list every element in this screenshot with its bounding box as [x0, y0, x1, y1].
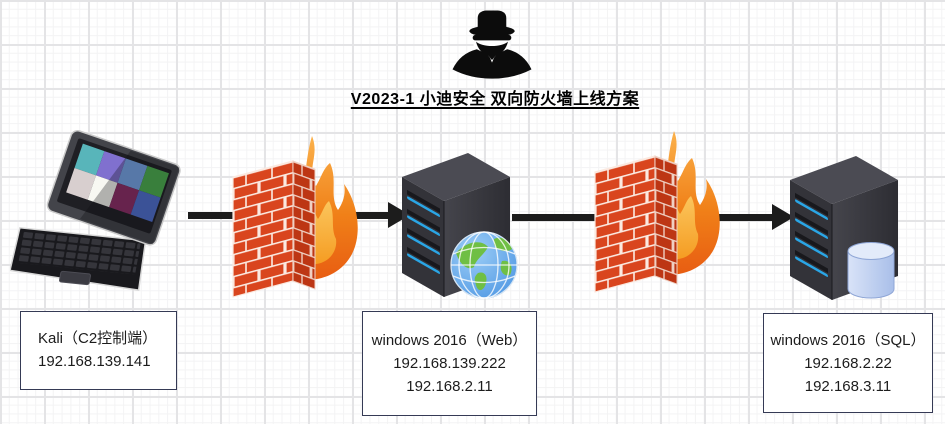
node-name: Kali（C2控制端） [38, 330, 158, 347]
diagram-title: V2023-1 小迪安全 双向防火墙上线方案 [350, 91, 640, 108]
database-icon [847, 242, 895, 299]
spy-hacker-icon [452, 10, 532, 79]
sql-label-box: windows 2016（SQL） 192.168.2.22 192.168.3… [763, 313, 933, 413]
globe-icon [450, 231, 518, 299]
node-ip: 192.168.2.11 [406, 378, 493, 395]
firewall-icon-2 [594, 130, 721, 293]
node-ip: 192.168.139.222 [393, 355, 506, 372]
node-ip: 192.168.2.22 [804, 355, 892, 372]
node-ip: 192.168.3.11 [804, 378, 892, 395]
node-name: windows 2016（SQL） [770, 332, 926, 349]
node-ip: 192.168.139.141 [38, 353, 151, 370]
web-server-icon [401, 152, 518, 299]
firewall-icon-1 [232, 135, 359, 298]
node-name: windows 2016（Web） [371, 332, 528, 349]
laptop-icon [10, 130, 181, 292]
web-label-box: windows 2016（Web） 192.168.139.222 192.16… [362, 311, 537, 416]
sql-server-icon [789, 155, 899, 301]
right-arrow-head-icon [772, 204, 794, 230]
kali-label-box: Kali（C2控制端） 192.168.139.141 [20, 311, 177, 390]
